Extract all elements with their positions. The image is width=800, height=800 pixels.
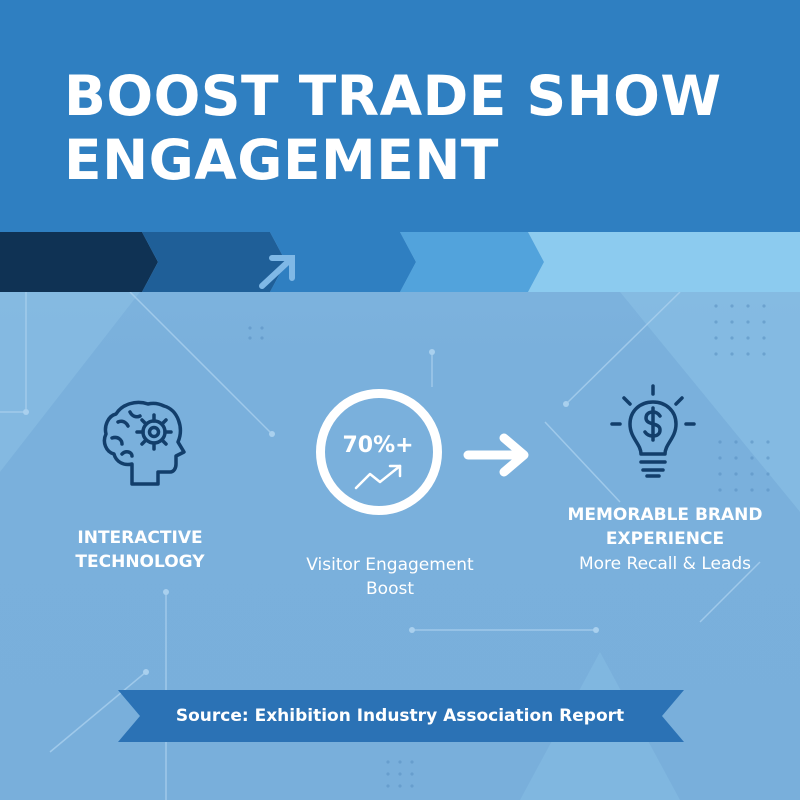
source-banner: [118, 690, 684, 742]
engagement-stat-label: Visitor Engagement Boost: [306, 555, 474, 599]
chevron-segment-1: [0, 232, 158, 292]
chevron-segment-5: [528, 232, 800, 292]
header-band: BOOST TRADE SHOW ENGAGEMENT: [0, 0, 800, 232]
feature-interactive-technology-label: INTERACTIVE TECHNOLOGY: [75, 528, 205, 572]
chevron-segment-4: [400, 232, 544, 292]
lightbulb-dollar-icon: [610, 384, 696, 478]
background-decoration: [0, 292, 800, 800]
feature-brand-experience-sublabel: More Recall & Leads: [578, 554, 752, 574]
brain-gear-icon: [102, 400, 186, 486]
engagement-stat-value: 70%+: [342, 433, 414, 458]
trend-arrow-icon: [259, 255, 295, 289]
chevron-band: [0, 232, 800, 292]
source-citation: Source: Exhibition Industry Association …: [175, 706, 625, 726]
engagement-circle-icon: [316, 389, 442, 515]
chevron-segment-2: [142, 232, 286, 292]
page-title: BOOST TRADE SHOW ENGAGEMENT: [64, 64, 722, 192]
trend-up-icon: [354, 464, 402, 490]
feature-brand-experience-label: MEMORABLE BRAND EXPERIENCE: [567, 505, 763, 549]
chevron-segment-3: [270, 232, 416, 292]
arrow-right-icon: [463, 433, 529, 477]
